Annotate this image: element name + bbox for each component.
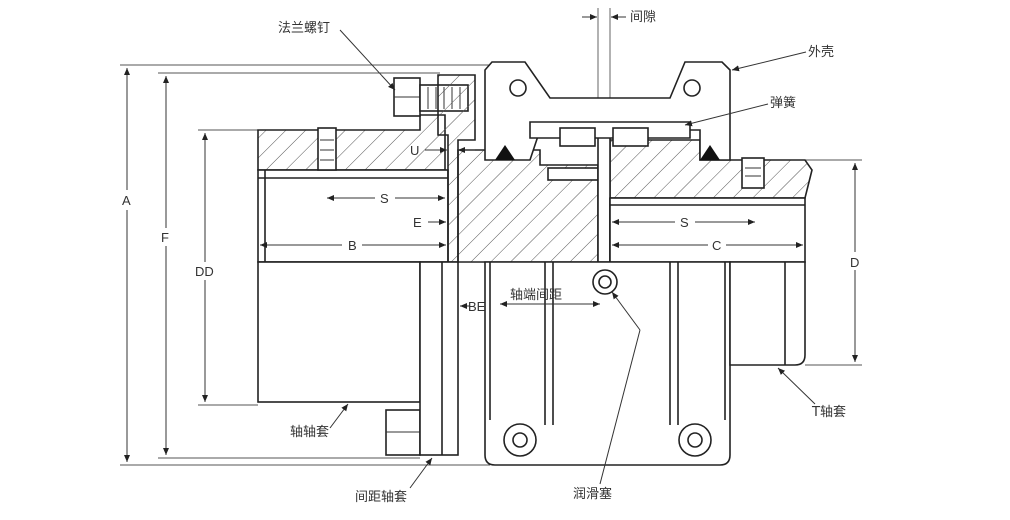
dimension-s-right: S xyxy=(612,215,755,230)
dimension-e: E xyxy=(413,215,446,230)
dimension-be: BE 轴端间距 xyxy=(460,288,600,314)
callouts: 法兰螺钉 外壳 弹簧 轴轴套 间距轴套 润滑塞 T轴套 xyxy=(278,21,846,505)
dimension-u: U xyxy=(410,143,475,158)
lube-plug-label: 润滑塞 xyxy=(573,486,612,502)
dim-b-label: B xyxy=(348,238,357,253)
dimension-a: A xyxy=(122,68,131,462)
dimension-dd: DD xyxy=(195,133,214,402)
dim-c-label: C xyxy=(712,238,721,253)
center-sleeve xyxy=(457,119,813,263)
spring-label: 弹簧 xyxy=(770,95,796,111)
dim-u-label: U xyxy=(410,143,419,158)
dim-d-label: D xyxy=(850,255,859,270)
dim-be-label: BE xyxy=(468,299,486,314)
t-hub xyxy=(729,261,806,366)
dim-s-right-label: S xyxy=(680,215,689,230)
housing-label: 外壳 xyxy=(808,45,834,60)
shaft-hub-label: 轴轴套 xyxy=(290,424,329,440)
dimension-gap: 间隙 xyxy=(582,10,656,25)
lube-plug xyxy=(592,269,618,295)
left-hub xyxy=(257,114,449,403)
gap-label: 间隙 xyxy=(630,10,656,25)
dimension-b: B xyxy=(260,238,446,253)
housing-bolts xyxy=(503,423,712,457)
shaft-end-distance-label: 轴端间距 xyxy=(510,288,562,303)
dim-e-label: E xyxy=(413,215,422,230)
dim-s-left-label: S xyxy=(380,191,389,206)
t-hub-label: T轴套 xyxy=(811,404,846,420)
spacer-hub xyxy=(419,74,476,456)
dim-a-label: A xyxy=(122,193,131,208)
dim-dd-label: DD xyxy=(195,264,214,279)
spacer-hub-label: 间距轴套 xyxy=(355,489,407,505)
dimension-c: C xyxy=(612,238,803,253)
dim-f-label: F xyxy=(161,230,169,245)
dimension-s-left: S xyxy=(327,191,445,206)
dimension-d: D xyxy=(850,163,859,362)
housing xyxy=(484,61,731,466)
flange-bolt-label: 法兰螺钉 xyxy=(278,21,330,36)
dimension-f: F xyxy=(161,76,169,455)
